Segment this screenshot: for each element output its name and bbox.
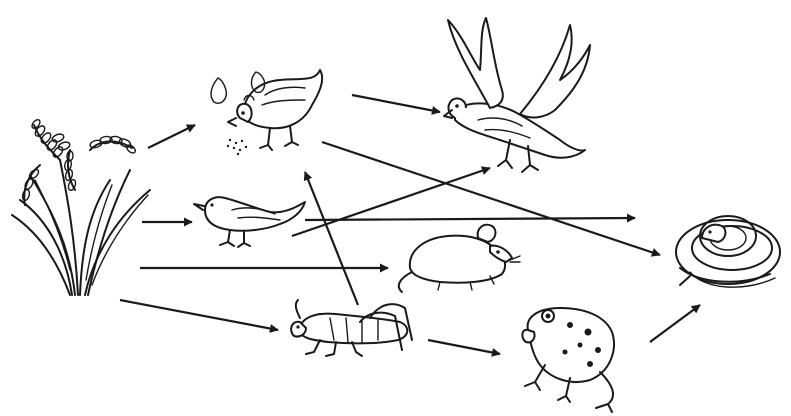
arrow-grasshopper-to-frog [428,340,500,354]
arrow-chicken-to-eagle [352,95,440,112]
sparrow-icon [194,197,305,247]
arrow-rice-to-chicken [148,125,195,148]
snake-icon [676,216,780,287]
rice-plant-icon [12,118,150,295]
arrow-frog-to-snake [650,305,700,342]
mouse-icon [399,225,520,292]
eagle-icon [444,18,590,172]
arrow-rice-to-grasshopper [120,300,278,330]
arrow-sparrow-to-snake [305,218,635,220]
arrow-grasshopper-to-chicken [305,172,358,305]
grasshopper-icon [291,300,412,356]
arrow-sparrow-to-eagle [292,168,490,236]
chicken-icon [211,70,322,155]
frog-icon [522,308,614,412]
arrow-layer [120,95,700,354]
